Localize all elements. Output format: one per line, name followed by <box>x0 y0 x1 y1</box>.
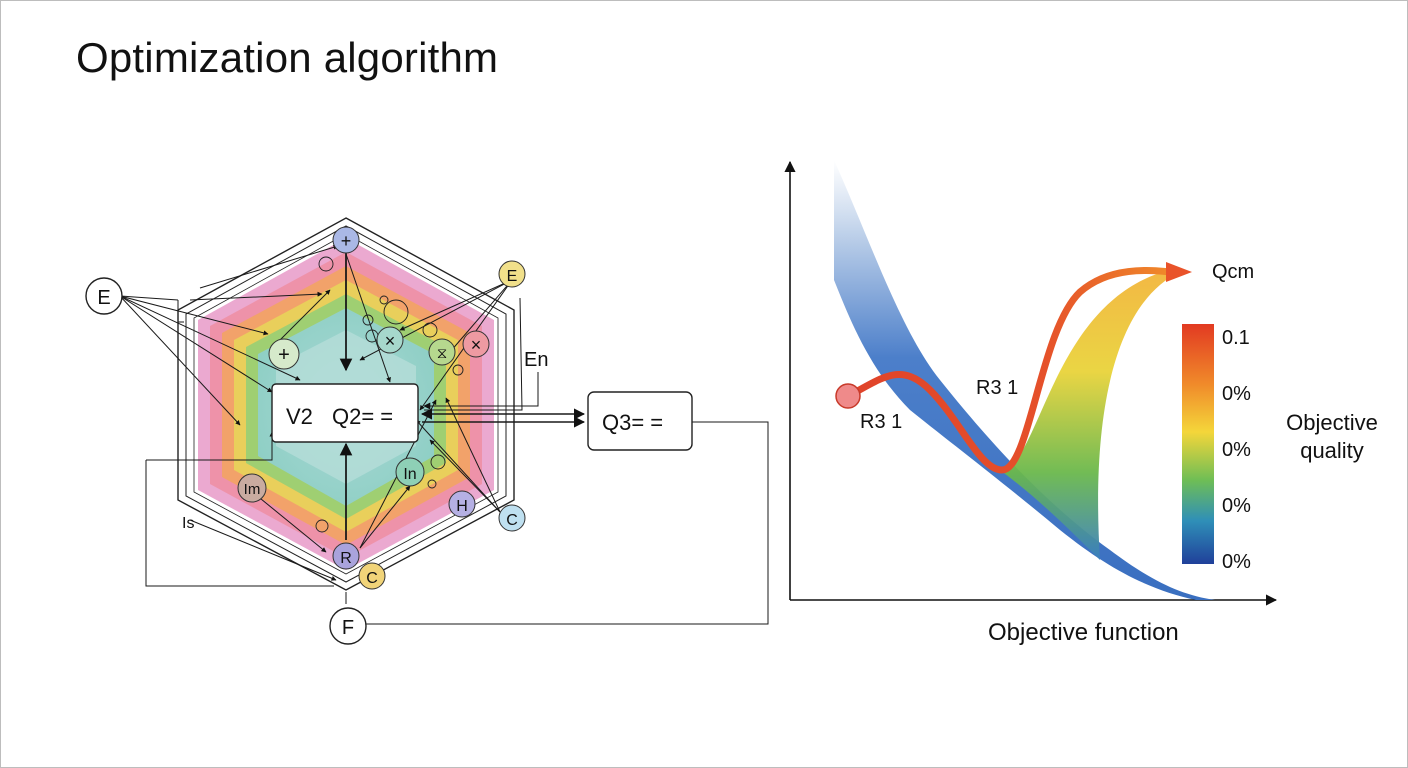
x-axis-label: Objective function <box>988 619 1179 646</box>
node-c-bottom: C <box>358 562 386 590</box>
node-top-label: + <box>341 231 352 251</box>
colorbar <box>1182 324 1214 564</box>
node-im-label: Im <box>244 481 261 498</box>
node-f: F <box>329 607 367 645</box>
node-r: R <box>332 542 360 570</box>
node-h: H <box>448 490 476 518</box>
network-edges <box>119 244 769 625</box>
node-e-right-label: E <box>507 268 518 285</box>
colorbar-title-line1: Objective <box>1286 410 1378 435</box>
colorbar-tick-1: 0% <box>1222 383 1251 405</box>
main-equation-box <box>271 383 419 443</box>
colorbar-title-line2: quality <box>1300 438 1364 463</box>
node-times-b: × <box>462 330 490 358</box>
objective-chart: Qcm R3 1 R3 1 Objective function 0.1 0% … <box>784 160 1378 646</box>
node-c-right: C <box>498 504 526 532</box>
node-hourglass: ⧖ <box>428 338 456 366</box>
node-e-right: E <box>498 260 526 288</box>
q3-box <box>587 391 693 451</box>
rising-quality-band <box>1000 270 1180 560</box>
inner-glyphs <box>315 256 464 533</box>
hex-frame-3 <box>193 233 499 575</box>
curve-start-point <box>835 383 861 409</box>
node-h-label: H <box>456 498 468 515</box>
optimization-path-curve <box>844 267 1176 474</box>
main-box-right-label: Q2= = <box>332 404 393 429</box>
node-im: Im <box>237 473 267 503</box>
hex-frame-2 <box>185 225 507 583</box>
node-e-left-label: E <box>97 287 110 309</box>
node-plus-inner-label: + <box>278 344 290 366</box>
node-times-b-label: × <box>471 335 482 355</box>
node-ln-label: In <box>403 466 416 483</box>
page-title: Optimization algorithm <box>76 34 499 81</box>
node-plus-inner: + <box>268 338 300 370</box>
node-times-a: × <box>376 326 404 354</box>
node-c-bottom-label: C <box>366 570 378 587</box>
node-r-label: R <box>340 550 352 567</box>
node-c-right-label: C <box>506 512 518 529</box>
curve-arrowhead <box>1166 262 1192 282</box>
node-top: + <box>332 226 360 254</box>
colorbar-tick-2: 0% <box>1222 439 1251 461</box>
network-diagram: V2 Q2= = Q3= = En Is E + E + × <box>85 217 769 645</box>
node-times-a-label: × <box>385 331 396 351</box>
q3-box-label: Q3= = <box>602 410 663 435</box>
point-label-lower: R3 1 <box>860 411 902 433</box>
node-ln: In <box>395 457 425 487</box>
blue-descent-band <box>834 160 1215 600</box>
curve-end-label: Qcm <box>1212 261 1254 283</box>
colorbar-tick-3: 0% <box>1222 495 1251 517</box>
node-hourglass-label: ⧖ <box>437 345 448 362</box>
point-label-upper: R3 1 <box>976 377 1018 399</box>
main-box-left-label: V2 <box>286 404 313 429</box>
colorbar-tick-0: 0.1 <box>1222 327 1250 349</box>
colorbar-tick-4: 0% <box>1222 551 1251 573</box>
node-e-left: E <box>85 277 123 315</box>
s-label: Is <box>182 515 194 532</box>
en-label: En <box>524 349 548 371</box>
node-f-label: F <box>342 617 354 639</box>
